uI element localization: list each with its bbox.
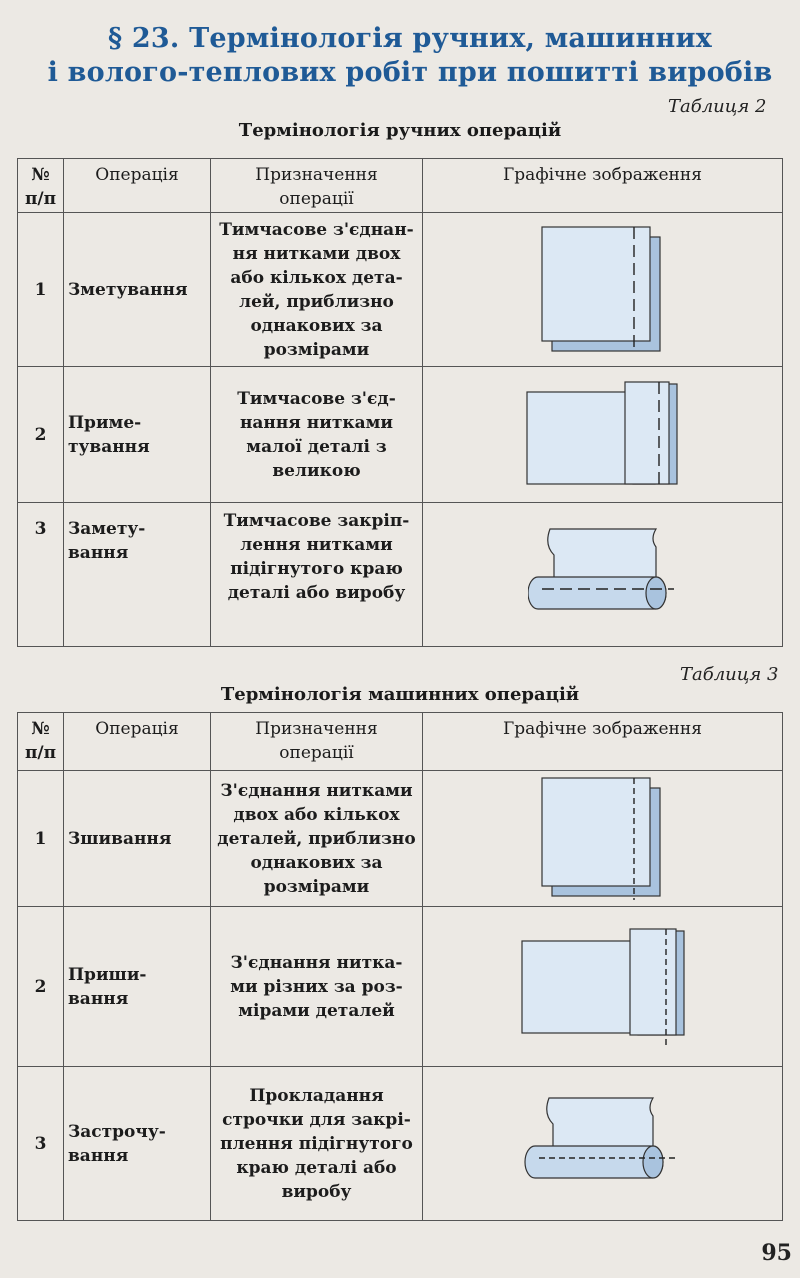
table3-caption: Термінологія машинних операцій — [220, 684, 580, 705]
table-row: 1 Зшивання З'єднання нитками двох або кі… — [17, 770, 783, 907]
machine-operations-table: № п/п Операція Призначення операції Граф… — [17, 712, 783, 1221]
header-graphic: Графічне зображення — [422, 712, 783, 771]
small-piece-on-large-machine-stitch-icon — [520, 927, 685, 1045]
row-graphic — [422, 366, 783, 503]
row-num: 3 — [17, 1066, 64, 1221]
header-operation: Операція — [63, 712, 211, 771]
table-row: 3 Застрочу- вання Прокладання строчки дл… — [17, 1066, 783, 1221]
row-graphic — [422, 212, 783, 367]
row-purpose: Тимчасове закріп- лення нитками підігнут… — [210, 502, 423, 647]
row-operation: Замету- вання — [63, 502, 211, 647]
header-purpose: Призначення операції — [210, 158, 423, 213]
manual-operations-table: № п/п Операція Призначення операції Граф… — [17, 158, 783, 647]
row-num: 1 — [17, 212, 64, 367]
row-num: 2 — [17, 366, 64, 503]
header-graphic: Графічне зображення — [422, 158, 783, 213]
table-row: 1 Зметування Тимчасове з'єднан- ня нитка… — [17, 212, 783, 367]
page-number: 95 — [761, 1240, 792, 1266]
header-num: № п/п — [17, 712, 64, 771]
section-title: § 23. Термінологія ручних, машинних і во… — [40, 22, 780, 90]
small-piece-on-large-basting-icon — [525, 380, 678, 488]
row-operation: Зметування — [63, 212, 211, 367]
title-line-2: і волого-теплових робіт при пошитті виро… — [47, 57, 773, 88]
table-header-row: № п/п Операція Призначення операції Граф… — [17, 712, 783, 771]
row-num: 1 — [17, 770, 64, 907]
title-line-1: § 23. Термінологія ручних, машинних — [108, 23, 712, 54]
folded-edge-machine-stitch-icon — [523, 1096, 679, 1179]
row-purpose: З'єднання нитками двох або кількох детал… — [210, 770, 423, 907]
row-num: 3 — [17, 502, 64, 647]
row-purpose: Прокладання строчки для закрі- плення пі… — [210, 1066, 423, 1221]
table-header-row: № п/п Операція Призначення операції Граф… — [17, 158, 783, 213]
table-row: 3 Замету- вання Тимчасове закріп- лення … — [17, 502, 783, 647]
table-row: 2 Приши- вання З'єднання нитка- ми різни… — [17, 906, 783, 1067]
header-purpose: Призначення операції — [210, 712, 423, 771]
row-purpose: Тимчасове з'єд- нання нитками малої дета… — [210, 366, 423, 503]
row-operation: Застрочу- вання — [63, 1066, 211, 1221]
two-overlapping-pieces-basting-icon — [540, 225, 661, 353]
row-purpose: З'єднання нитка- ми різних за роз- мірам… — [210, 906, 423, 1067]
table2-label: Таблиця 2 — [668, 96, 767, 117]
table3-label: Таблиця 3 — [680, 664, 779, 685]
row-purpose: Тимчасове з'єднан- ня нитками двох або к… — [210, 212, 423, 367]
row-operation: Приши- вання — [63, 906, 211, 1067]
header-operation: Операція — [63, 158, 211, 213]
row-graphic — [422, 770, 783, 907]
folded-edge-basting-icon — [527, 527, 674, 610]
two-overlapping-pieces-machine-stitch-icon — [540, 777, 661, 900]
row-graphic — [422, 1066, 783, 1221]
header-num: № п/п — [17, 158, 64, 213]
table2-caption: Термінологія ручних операцій — [238, 120, 562, 141]
row-operation: Приме- тування — [63, 366, 211, 503]
row-num: 2 — [17, 906, 64, 1067]
row-operation: Зшивання — [63, 770, 211, 907]
row-graphic — [422, 906, 783, 1067]
row-graphic — [422, 502, 783, 647]
table-row: 2 Приме- тування Тимчасове з'єд- нання н… — [17, 366, 783, 503]
